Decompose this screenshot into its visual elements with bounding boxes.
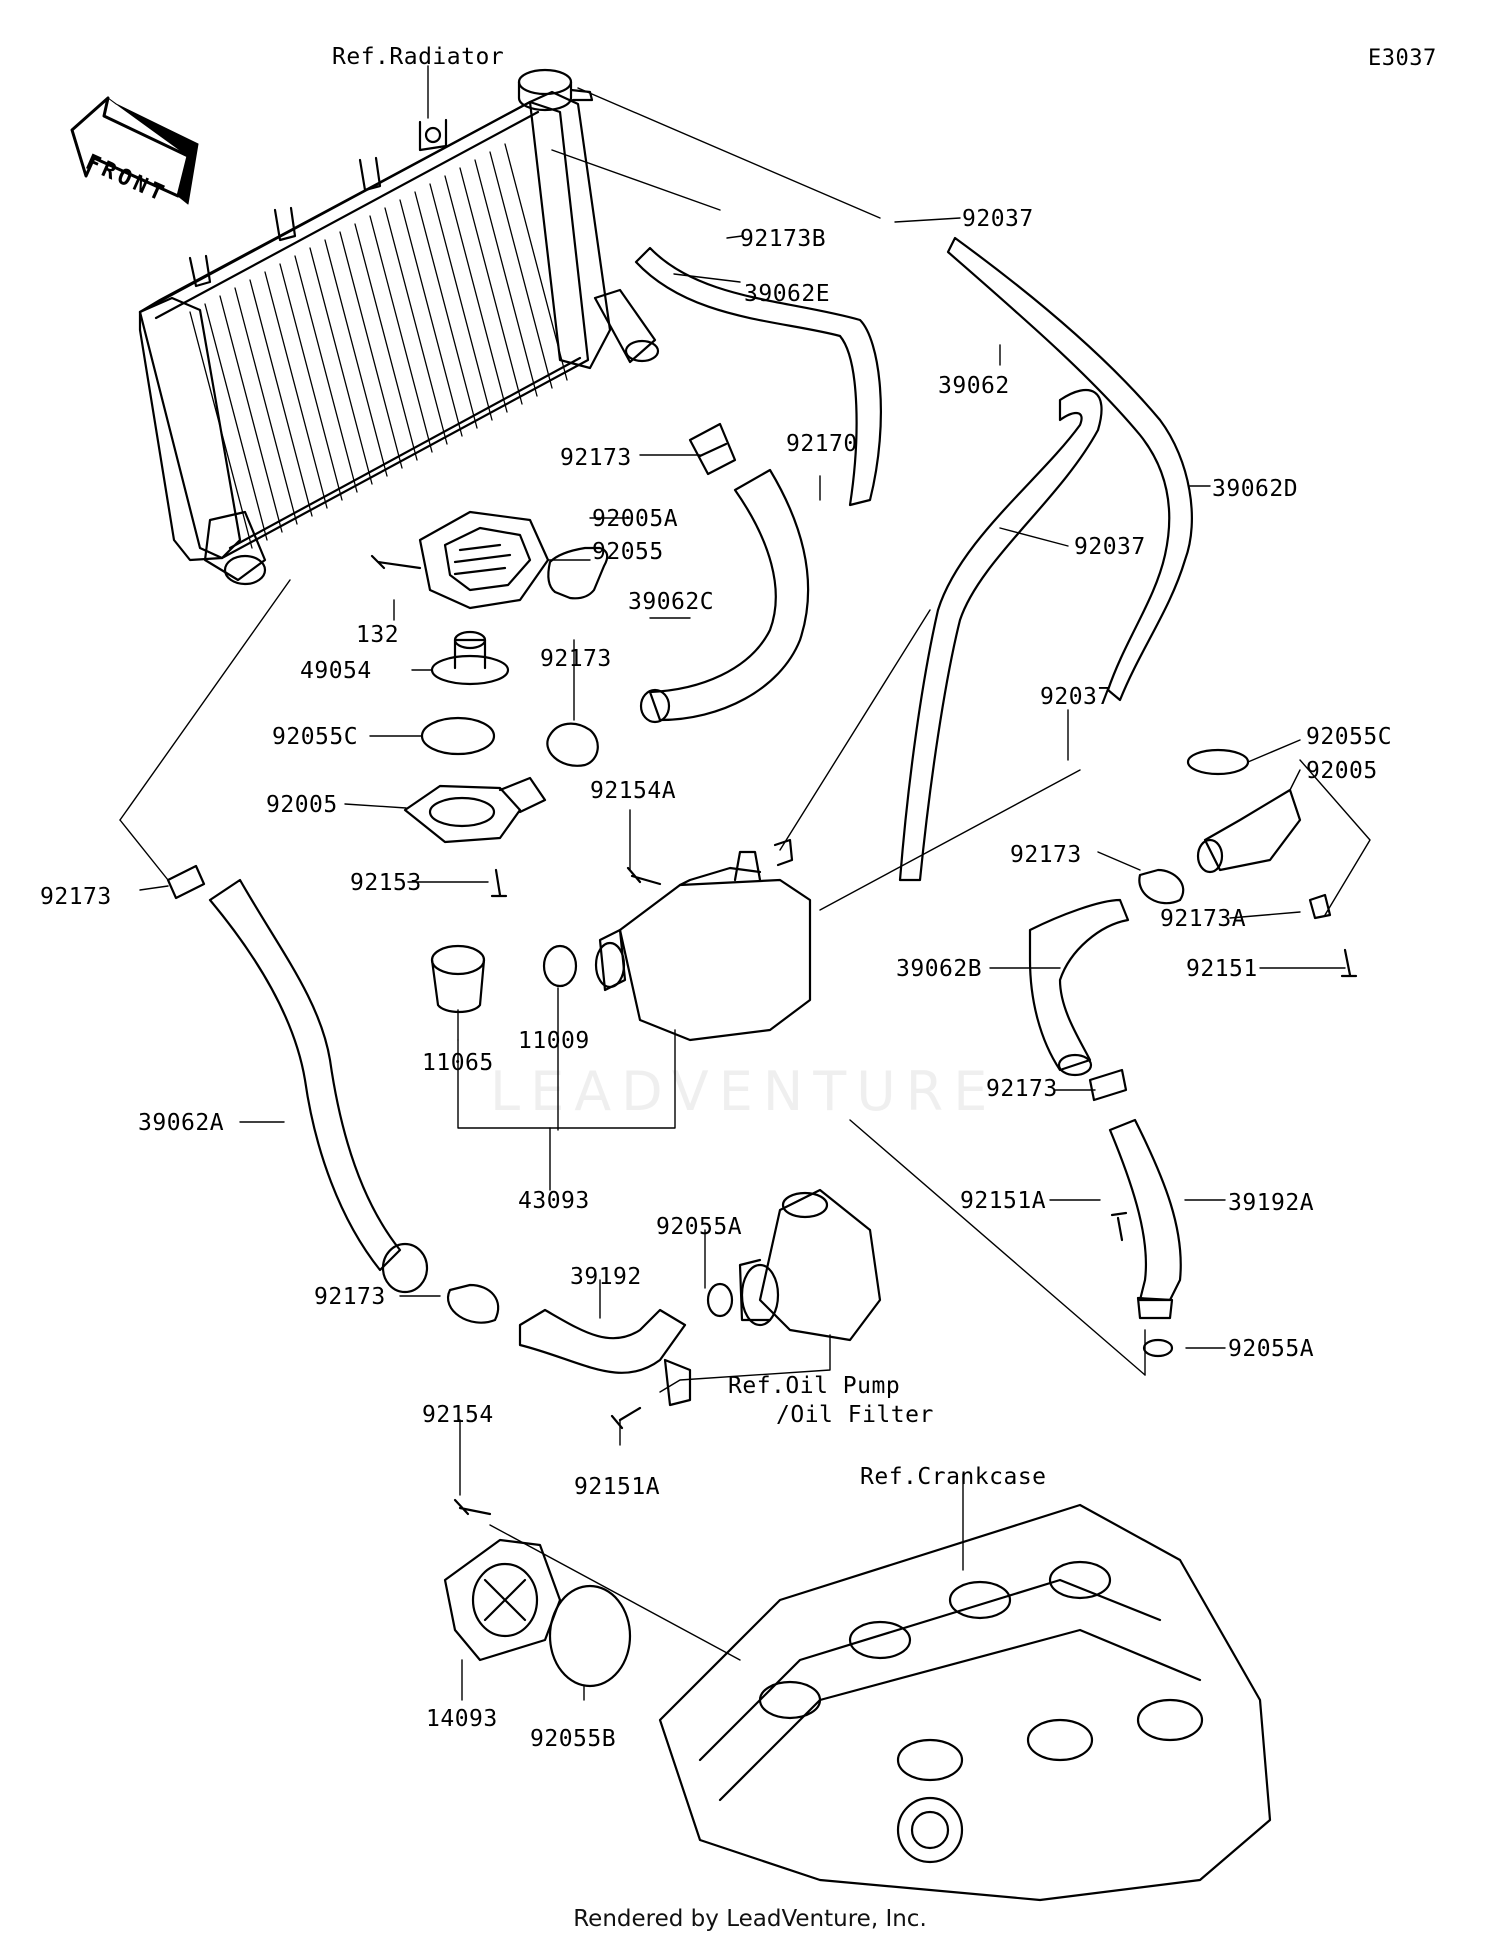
bolt-92151a-bottom-shape bbox=[610, 1406, 642, 1430]
part-92173-c-label[interactable]: 92173 bbox=[1010, 842, 1082, 868]
part-92055b-label[interactable]: 92055B bbox=[530, 1726, 617, 1752]
oring-92055b-shape bbox=[548, 1584, 632, 1688]
ref-oil-pump-label[interactable]: Ref.Oil Pump bbox=[728, 1373, 901, 1399]
part-92173-f-label[interactable]: 92173 bbox=[314, 1284, 386, 1310]
oring-11009-shape bbox=[542, 944, 578, 988]
part-92005-left-label[interactable]: 92005 bbox=[266, 792, 338, 818]
hose-39062b-shape bbox=[1028, 898, 1130, 1072]
hose-39062-shape bbox=[898, 388, 1103, 882]
part-92170-label[interactable]: 92170 bbox=[786, 431, 858, 457]
part-92151-label[interactable]: 92151 bbox=[1186, 956, 1258, 982]
part-92173b-label[interactable]: 92173B bbox=[740, 226, 827, 252]
reservoir-tank-shape bbox=[594, 838, 812, 1042]
part-39062c-label[interactable]: 39062C bbox=[628, 589, 715, 615]
diagram-code: E3037 bbox=[1368, 46, 1437, 71]
part-92173-e-label[interactable]: 92173 bbox=[986, 1076, 1058, 1102]
part-43093-label[interactable]: 43093 bbox=[518, 1188, 590, 1214]
clamp-92173-b-shape bbox=[546, 722, 599, 767]
part-92037-mid-label[interactable]: 92037 bbox=[1074, 534, 1146, 560]
bolt-92154-shape bbox=[453, 1498, 492, 1516]
part-14093-label[interactable]: 14093 bbox=[426, 1706, 498, 1732]
watermark-text: LEADVENTURE bbox=[490, 1060, 998, 1123]
bolt-132-shape bbox=[370, 554, 422, 570]
part-92037-top-label[interactable]: 92037 bbox=[962, 206, 1034, 232]
part-92154-label[interactable]: 92154 bbox=[422, 1402, 494, 1428]
part-39062b-label[interactable]: 39062B bbox=[896, 956, 983, 982]
part-92055-label[interactable]: 92055 bbox=[592, 539, 664, 565]
part-92055c-left-label[interactable]: 92055C bbox=[272, 724, 359, 750]
oring-92055a-top-shape bbox=[706, 1282, 734, 1318]
part-92055c-right-label[interactable]: 92055C bbox=[1306, 724, 1393, 750]
part-39062e-label[interactable]: 39062E bbox=[744, 281, 831, 307]
oring-92055c-right-shape bbox=[1186, 748, 1250, 776]
bolt-92151a-right-shape bbox=[1110, 1211, 1128, 1242]
clamp-92173-c-shape bbox=[1138, 868, 1185, 905]
part-92173a-label[interactable]: 92173A bbox=[1160, 906, 1247, 932]
thermostat-housing-shape bbox=[418, 510, 550, 610]
part-11065-label[interactable]: 11065 bbox=[422, 1050, 494, 1076]
part-132-label[interactable]: 132 bbox=[356, 622, 400, 648]
part-11009-label[interactable]: 11009 bbox=[518, 1028, 590, 1054]
thermostat-shape bbox=[430, 630, 510, 686]
hose-39062e-shape bbox=[634, 246, 882, 507]
part-92037-right-label[interactable]: 92037 bbox=[1040, 684, 1112, 710]
part-92153-label[interactable]: 92153 bbox=[350, 870, 422, 896]
pipe-39192a-shape bbox=[1108, 1118, 1182, 1302]
part-92151a-bottom-label[interactable]: 92151A bbox=[574, 1474, 661, 1500]
footer-credit: Rendered by LeadVenture, Inc. bbox=[573, 1906, 927, 1932]
part-92151a-right-label[interactable]: 92151A bbox=[960, 1188, 1047, 1214]
part-92173-b-label[interactable]: 92173 bbox=[540, 646, 612, 672]
bolt-92151-shape bbox=[1340, 948, 1358, 978]
water-pump-shape bbox=[738, 1188, 882, 1342]
clamp-92173-a-shape bbox=[688, 422, 737, 476]
part-39192a-label[interactable]: 39192A bbox=[1228, 1190, 1315, 1216]
clip-92173a-shape bbox=[1308, 893, 1332, 920]
part-92154a-label[interactable]: 92154A bbox=[590, 778, 677, 804]
ref-crankcase-label[interactable]: Ref.Crankcase bbox=[860, 1464, 1047, 1490]
leader-lines bbox=[119, 65, 1371, 1701]
pipe-39192-shape bbox=[518, 1308, 687, 1374]
radiator-shape bbox=[138, 68, 660, 586]
part-92055a-top-label[interactable]: 92055A bbox=[656, 1214, 743, 1240]
part-92173-d-label[interactable]: 92173 bbox=[40, 884, 112, 910]
bolt-92153-shape bbox=[490, 868, 508, 898]
clip-92173-left-shape bbox=[166, 864, 206, 900]
part-92005a-label[interactable]: 92005A bbox=[592, 506, 679, 532]
part-39192-label[interactable]: 39192 bbox=[570, 1264, 642, 1290]
oring-92055c-left-shape bbox=[420, 716, 496, 756]
gasket-92055-shape bbox=[547, 546, 609, 600]
hose-39062a-shape bbox=[208, 878, 402, 1272]
reservoir-cap-shape bbox=[430, 944, 486, 1014]
pump-cover-14093-shape bbox=[443, 1538, 562, 1662]
crankcase-shape bbox=[658, 1503, 1272, 1902]
clamp-92173-f-shape bbox=[447, 1283, 500, 1324]
thermostat-cover-shape bbox=[403, 776, 547, 844]
ref-radiator-label[interactable]: Ref.Radiator bbox=[332, 44, 505, 70]
hose-39062d-shape bbox=[946, 236, 1193, 702]
part-39062-label[interactable]: 39062 bbox=[938, 373, 1010, 399]
part-92173-a-label[interactable]: 92173 bbox=[560, 445, 632, 471]
ref-oil-filter-label[interactable]: /Oil Filter bbox=[776, 1402, 934, 1428]
part-39062d-label[interactable]: 39062D bbox=[1212, 476, 1299, 502]
oring-92055a-right-shape bbox=[1142, 1338, 1174, 1358]
part-92005-right-label[interactable]: 92005 bbox=[1306, 758, 1378, 784]
bolt-92154a-shape bbox=[626, 866, 662, 886]
outlet-housing-92005-shape bbox=[1196, 788, 1302, 874]
clip-92173-e-shape bbox=[1088, 1068, 1128, 1102]
front-arrow-icon bbox=[70, 96, 199, 205]
part-92055a-right-label[interactable]: 92055A bbox=[1228, 1336, 1315, 1362]
part-49054-label[interactable]: 49054 bbox=[300, 658, 372, 684]
part-39062a-label[interactable]: 39062A bbox=[138, 1110, 225, 1136]
